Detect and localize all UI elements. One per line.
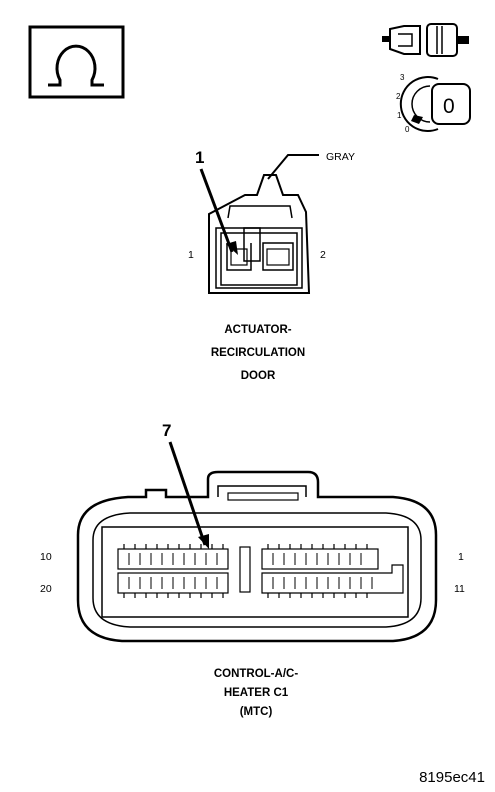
wire-color-leader	[267, 154, 319, 180]
key-position-2: 2	[396, 92, 401, 101]
left-terminal-block	[117, 544, 229, 598]
control-title-line-2: HEATER C1	[224, 687, 289, 699]
control-pin-11-label: 11	[454, 583, 465, 595]
actuator-title-line-1: ACTUATOR-	[224, 324, 291, 336]
actuator-title-line-3: DOOR	[241, 370, 276, 382]
control-callout-line	[168, 441, 207, 546]
control-callout-arrow	[198, 534, 209, 549]
control-title-line-3: (MTC)	[240, 706, 273, 718]
ignition-key-off-icon: 3 2 1 0 0	[396, 73, 471, 134]
actuator-callout-arrow	[226, 241, 238, 255]
actuator-title-line-2: RECIRCULATION	[211, 347, 305, 359]
key-position-1: 1	[397, 111, 402, 120]
control-pin-20-label: 20	[40, 583, 52, 595]
actuator-pin-1-label: 1	[188, 249, 194, 261]
key-position-0: 0	[405, 125, 410, 134]
actuator-callout-number: 1	[195, 148, 204, 167]
figure-code: 8195ec41	[419, 769, 485, 786]
terminal-cavity-1	[226, 243, 252, 271]
terminal-cavity-2	[262, 242, 294, 271]
actuator-pin-2-label: 2	[320, 249, 326, 261]
control-pin-10-label: 10	[40, 551, 52, 563]
control-connector-shell	[76, 470, 438, 643]
right-terminal-block	[261, 544, 404, 598]
control-title-line-1: CONTROL-A/C-	[214, 668, 298, 680]
control-connector: 7 10 1 20 11 CONTROL-A/C- H	[40, 421, 465, 718]
actuator-connector-body	[208, 174, 311, 294]
key-label: 0	[443, 95, 455, 118]
ohm-symbol-icon	[28, 25, 125, 99]
actuator-connector: 1 GRAY 1 2 ACTUATOR- RECIRCULATION DOOR	[188, 148, 355, 382]
key-position-3: 3	[400, 73, 405, 82]
disconnected-connector-icon	[382, 23, 469, 57]
control-pin-1-label: 1	[458, 551, 464, 563]
control-callout-number: 7	[162, 421, 171, 440]
wire-color-label: GRAY	[326, 151, 355, 163]
